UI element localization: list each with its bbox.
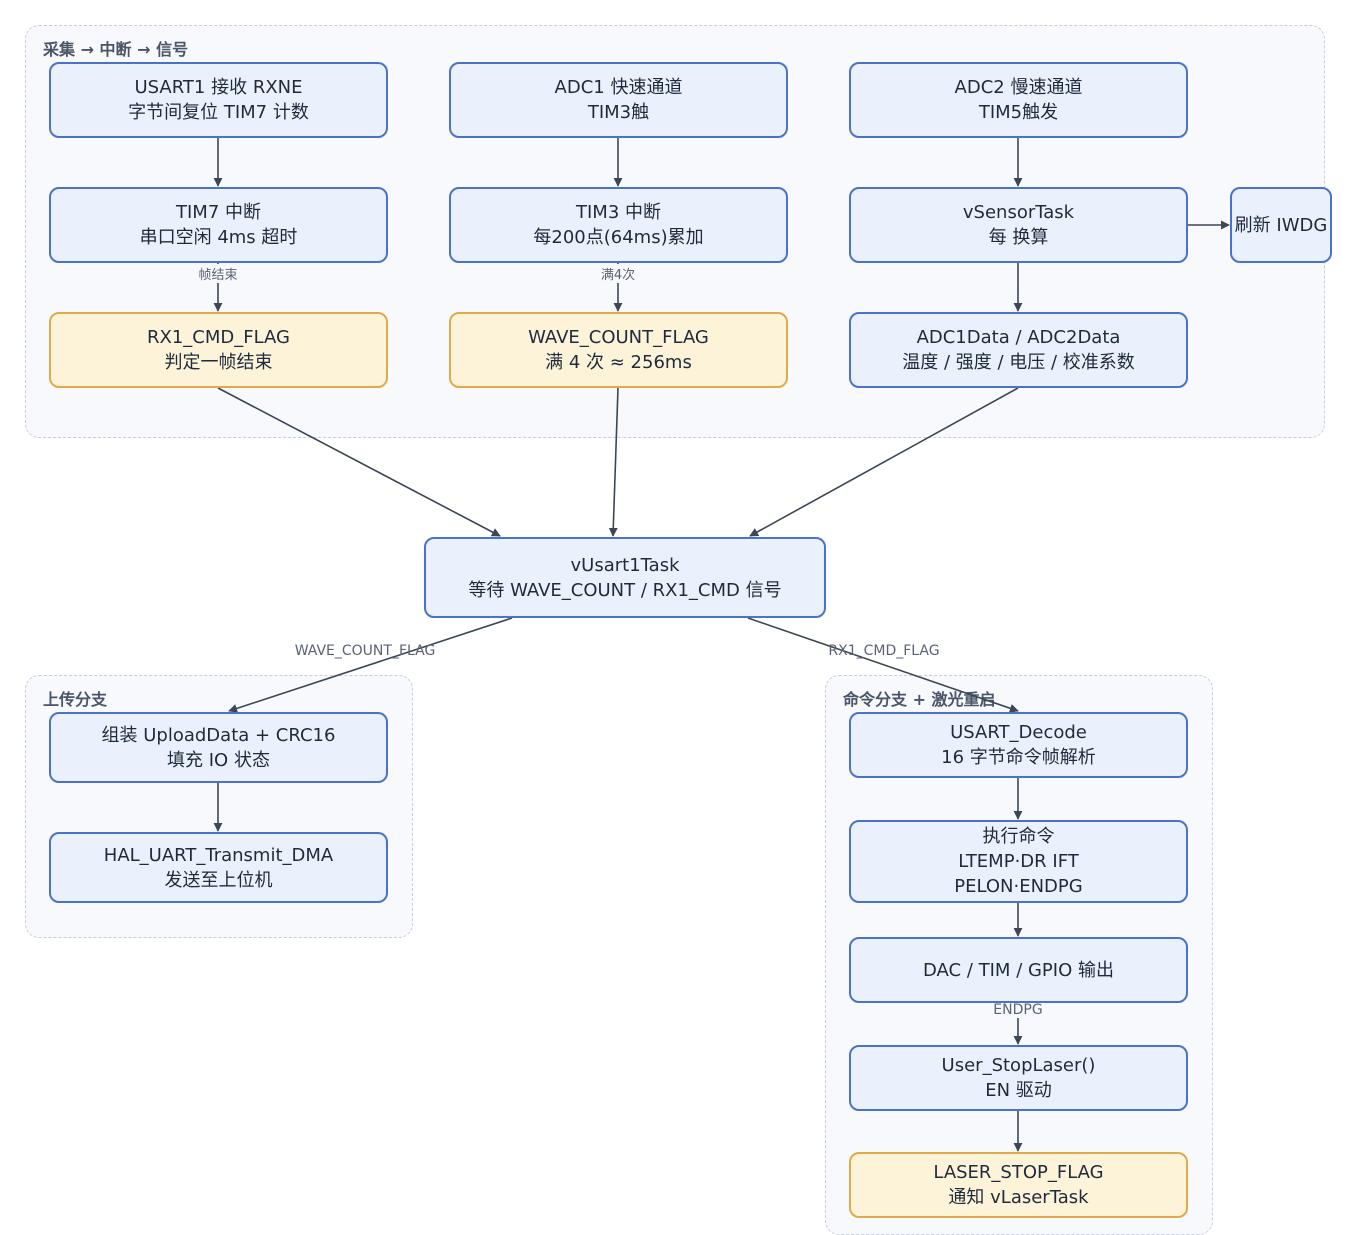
node-tim7-irq-desc: 串口空闲 4ms 超时: [139, 227, 298, 248]
edge-vusart1-to-upload: [228, 617, 513, 713]
node-exec-cmd: 执行命令 LTEMP·DR IFT PELON·ENDPG: [849, 820, 1188, 903]
node-adc2-slow-desc: TIM5触发: [978, 102, 1059, 123]
node-dac-output: DAC / TIM / GPIO 输出: [849, 937, 1188, 1003]
node-vsensor-task: vSensorTask 每 换算: [849, 187, 1188, 263]
node-hal-transmit-title: HAL_UART_Transmit_DMA: [103, 844, 334, 866]
node-usart1-rx-title: USART1 接收 RXNE: [134, 77, 303, 98]
edge-rx1flag-to-vusart1: [217, 387, 501, 537]
edge-label-endpg: ENDPG: [991, 1002, 1045, 1018]
node-adc1-fast-desc: TIM3触: [587, 102, 650, 123]
node-laser-stop-flag-desc: 通知 vLaserTask: [948, 1187, 1089, 1208]
node-hal-transmit: HAL_UART_Transmit_DMA 发送至上位机: [49, 832, 388, 903]
node-user-stop-laser: User_StopLaser() EN 驱动: [849, 1045, 1188, 1111]
node-vsensor-task-title: vSensorTask: [962, 202, 1075, 223]
node-vsensor-task-desc: 每 换算: [988, 227, 1049, 248]
node-usart-decode-title: USART_Decode: [950, 722, 1087, 743]
node-exec-cmd-line3: PELON·ENDPG: [954, 876, 1083, 897]
node-tim7-irq: TIM7 中断 串口空闲 4ms 超时: [49, 187, 388, 263]
edge-vusart1-to-decode: [747, 617, 1019, 713]
node-wave-count-flag: WAVE_COUNT_FLAG 满 4 次 ≈ 256ms: [449, 312, 788, 388]
node-exec-cmd-line2: LTEMP·DR IFT: [958, 851, 1079, 872]
node-wave-count-flag-title: WAVE_COUNT_FLAG: [528, 327, 709, 348]
upload-cluster-title: 上传分支: [43, 690, 108, 709]
edge-adcdata-to-vusart1: [749, 387, 1019, 537]
node-tim7-irq-title: TIM7 中断: [175, 202, 261, 223]
node-tim3-irq-desc: 每200点(64ms)累加: [533, 227, 704, 248]
node-rx1-cmd-flag-title: RX1_CMD_FLAG: [147, 327, 290, 348]
edge-label-frame-end: 帧结束: [196, 264, 240, 283]
node-refresh-iwdg: 刷新 IWDG: [1230, 187, 1332, 263]
node-exec-cmd-title: 执行命令: [982, 826, 1055, 847]
node-usart-decode: USART_Decode 16 字节命令帧解析: [849, 712, 1188, 778]
node-laser-stop-flag: LASER_STOP_FLAG 通知 vLaserTask: [849, 1152, 1188, 1218]
node-tim3-irq-title: TIM3 中断: [575, 202, 661, 223]
node-upload-data-title: 组装 UploadData + CRC16: [101, 724, 336, 746]
acquisition-cluster-title: 采集 → 中断 → 信号: [43, 40, 189, 59]
node-user-stop-laser-title: User_StopLaser(): [941, 1055, 1096, 1076]
node-upload-data: 组装 UploadData + CRC16 填充 IO 状态: [49, 712, 388, 783]
node-upload-data-desc: 填充 IO 状态: [167, 749, 270, 771]
node-wave-count-flag-desc: 满 4 次 ≈ 256ms: [545, 352, 692, 373]
edge-label-wave-count-flag: WAVE_COUNT_FLAG: [294, 643, 436, 659]
node-adc2-slow-title: ADC2 慢速通道: [954, 77, 1083, 98]
node-usart1-rx: USART1 接收 RXNE 字节间复位 TIM7 计数: [49, 62, 388, 138]
node-vusart1-task-desc: 等待 WAVE_COUNT / RX1_CMD 信号: [468, 579, 782, 601]
node-rx1-cmd-flag: RX1_CMD_FLAG 判定一帧结束: [49, 312, 388, 388]
edge-waveflag-to-vusart1: [608, 387, 619, 537]
node-usart1-rx-desc: 字节间复位 TIM7 计数: [128, 102, 309, 123]
node-refresh-iwdg-title: 刷新 IWDG: [1234, 214, 1328, 236]
node-dac-output-title: DAC / TIM / GPIO 输出: [923, 959, 1114, 981]
node-adc2-slow: ADC2 慢速通道 TIM5触发: [849, 62, 1188, 138]
node-usart-decode-desc: 16 字节命令帧解析: [941, 747, 1096, 768]
node-adc-data-title: ADC1Data / ADC2Data: [916, 327, 1121, 348]
node-adc1-fast-title: ADC1 快速通道: [554, 77, 683, 98]
node-tim3-irq: TIM3 中断 每200点(64ms)累加: [449, 187, 788, 263]
node-hal-transmit-desc: 发送至上位机: [164, 869, 273, 891]
command-cluster-title: 命令分支 + 激光重启: [843, 690, 996, 709]
edge-label-rx1-cmd-flag: RX1_CMD_FLAG: [828, 643, 940, 659]
node-rx1-cmd-flag-desc: 判定一帧结束: [164, 352, 273, 373]
node-adc-data: ADC1Data / ADC2Data 温度 / 强度 / 电压 / 校准系数: [849, 312, 1188, 388]
node-adc1-fast: ADC1 快速通道 TIM3触: [449, 62, 788, 138]
node-user-stop-laser-desc: EN 驱动: [985, 1080, 1052, 1101]
node-vusart1-task: vUsart1Task 等待 WAVE_COUNT / RX1_CMD 信号: [424, 537, 826, 618]
edge-label-full-4: 满4次: [598, 264, 638, 283]
node-adc-data-desc: 温度 / 强度 / 电压 / 校准系数: [902, 352, 1135, 373]
node-vusart1-task-title: vUsart1Task: [570, 554, 680, 576]
node-laser-stop-flag-title: LASER_STOP_FLAG: [933, 1162, 1104, 1183]
